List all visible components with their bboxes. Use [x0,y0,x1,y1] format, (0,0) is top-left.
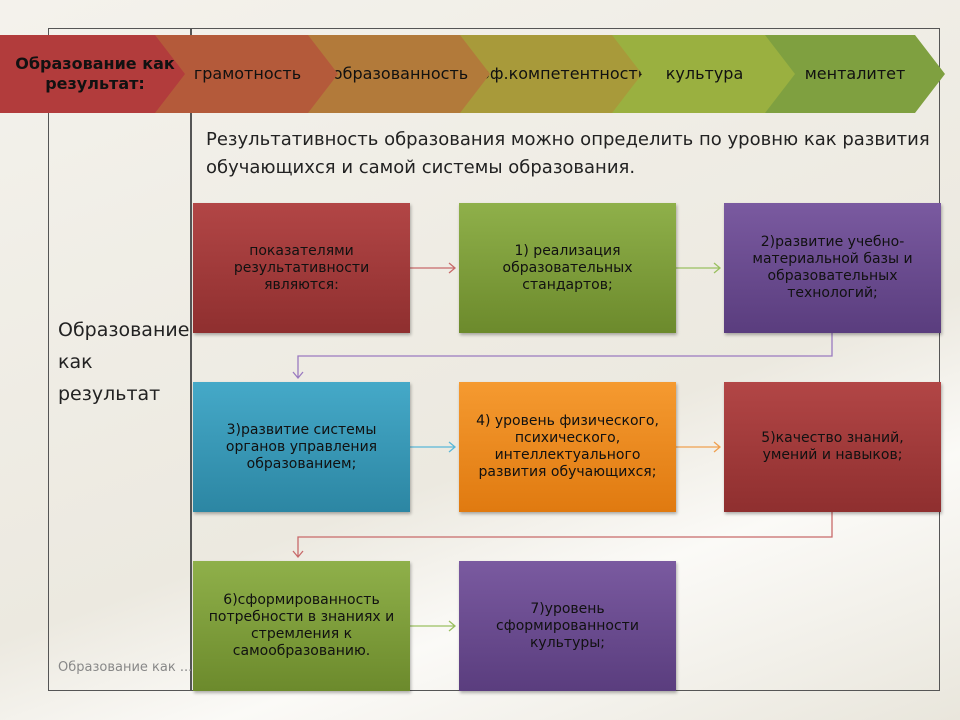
chevron-competence: Проф.компетентность [460,35,645,113]
chevron-culture: культура [612,35,797,113]
lead-text: Результативность образования можно опред… [206,129,930,178]
chevron-title: Образование как результат: [0,35,190,113]
chevron-education: образованность [308,35,493,113]
box-indicators: показателями результативности являются: [193,203,410,333]
arrow-row2-row3 [292,512,833,559]
column-divider [190,28,192,691]
arrow-1-2 [410,262,457,274]
arrow-7-8 [410,620,457,632]
arrow-4-5 [410,441,457,453]
box-knowledge-quality: 5)качество знаний, умений и навыков; [724,382,941,512]
box-material-base: 2)развитие учебно-материальной базы и об… [724,203,941,333]
footer-text: Образование как ... [58,660,193,675]
chevron-literacy: грамотность [155,35,340,113]
arrow-2-3 [676,262,722,274]
box-management: 3)развитие системы органов управления об… [193,382,410,512]
box-development-level: 4) уровень физического, психического, ин… [459,382,676,512]
side-label: Образование как результат [58,319,190,405]
arrow-row1-row2 [292,333,833,380]
box-culture-level: 7)уровень сформированности культуры; [459,561,676,691]
box-standards: 1) реализация образовательных стандартов… [459,203,676,333]
arrow-5-6 [676,441,722,453]
chevron-mentality: менталитет [765,35,945,113]
box-self-education: 6)сформированность потребности в знаниях… [193,561,410,691]
